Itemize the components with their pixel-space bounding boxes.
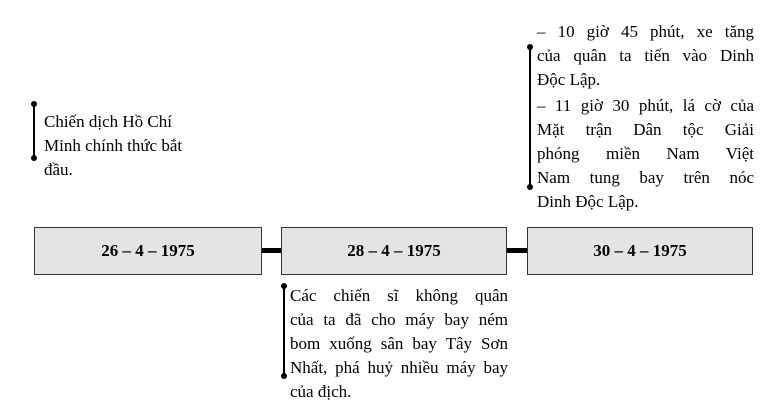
note-line: đầu. bbox=[44, 160, 73, 179]
date-box-26-4-1975: 26 – 4 – 1975 bbox=[34, 227, 262, 275]
note-line: Chiến dịch Hồ Chí bbox=[44, 112, 172, 131]
note-line: của quân ta tiến vào Dinh bbox=[537, 46, 754, 65]
note-line: Minh chính thức bắt bbox=[44, 136, 183, 155]
note-line: của địch. bbox=[290, 382, 352, 401]
note-line: – 11 giờ 30 phút, lá cờ của bbox=[537, 96, 754, 115]
note-line: Nam tung bay trên nóc bbox=[537, 168, 754, 187]
event-bracket-line bbox=[283, 286, 285, 376]
timeline-connector bbox=[507, 248, 527, 253]
date-label: 28 – 4 – 1975 bbox=[347, 241, 441, 260]
event-bracket-dot bbox=[281, 373, 287, 379]
event-bracket-dot bbox=[31, 101, 37, 107]
event-note-28-4: Các chiến sĩ không quân của ta đã cho má… bbox=[290, 284, 508, 404]
event-note-26-4: Chiến dịch Hồ Chí Minh chính thức bắt đầ… bbox=[44, 110, 234, 182]
note-line: Dinh Độc Lập. bbox=[537, 192, 639, 211]
date-label: 26 – 4 – 1975 bbox=[101, 241, 195, 260]
event-bracket-dot bbox=[31, 155, 37, 161]
date-box-30-4-1975: 30 – 4 – 1975 bbox=[527, 227, 753, 275]
event-bracket-line bbox=[529, 47, 531, 187]
event-bracket-line bbox=[33, 104, 35, 158]
note-line: Mặt trận Dân tộc Giải bbox=[537, 120, 754, 139]
note-line: của ta đã cho máy bay ném bbox=[290, 310, 508, 329]
event-note-30-4: – 10 giờ 45 phút, xe tăng của quân ta ti… bbox=[537, 20, 754, 214]
date-box-28-4-1975: 28 – 4 – 1975 bbox=[281, 227, 507, 275]
note-line: Độc Lập. bbox=[537, 70, 601, 89]
event-bracket-dot bbox=[281, 283, 287, 289]
event-bracket-dot bbox=[527, 184, 533, 190]
note-line: bom xuống sân bay Tây Sơn bbox=[290, 334, 508, 353]
note-line: Các chiến sĩ không quân bbox=[290, 286, 508, 305]
note-line: phóng miền Nam Việt bbox=[537, 144, 754, 163]
note-line: Nhất, phá huỷ nhiều máy bay bbox=[290, 358, 508, 377]
date-label: 30 – 4 – 1975 bbox=[593, 241, 687, 260]
note-line: – 10 giờ 45 phút, xe tăng bbox=[537, 22, 754, 41]
event-bracket-dot bbox=[527, 44, 533, 50]
timeline-connector bbox=[262, 248, 281, 253]
